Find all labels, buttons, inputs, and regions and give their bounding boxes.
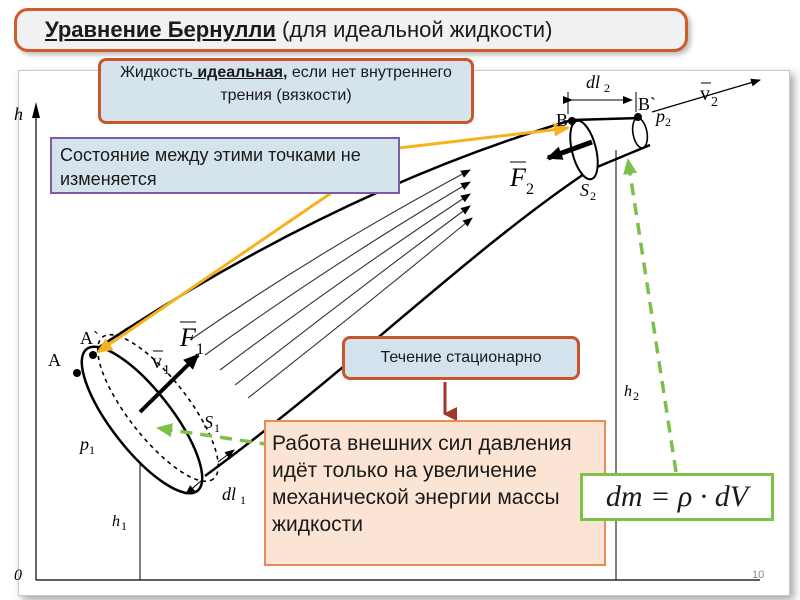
tube-lower-wall <box>204 168 591 478</box>
label-f2: F <box>509 163 527 192</box>
force-f2-arrow <box>546 139 593 161</box>
state-callout: Состояние между этими точками не изменяе… <box>50 137 400 194</box>
label-p2: p <box>654 106 665 126</box>
ideal-suffix: если нет внутреннего трения (вязкости) <box>220 64 452 104</box>
orange-arrow-to-a <box>96 174 357 354</box>
label-p2-sub: 2 <box>665 115 671 129</box>
label-h2: h <box>624 383 632 400</box>
section-s2-shifted <box>631 117 649 149</box>
label-v2-sub: 2 <box>711 95 718 110</box>
tube-bottom-right <box>589 143 651 172</box>
label-s1-sub: 1 <box>214 421 220 435</box>
title-sub: (для идеальной жидкости) <box>275 17 553 42</box>
label-v1-sub: 1 <box>163 363 170 378</box>
label-p1-sub: 1 <box>89 443 95 457</box>
mass-formula: dm = ρ · dV <box>580 473 774 521</box>
label-dl1-sub: 1 <box>240 493 246 507</box>
dl1-marker-a <box>185 479 203 495</box>
point-a <box>73 369 81 377</box>
tube-top-right <box>571 116 641 122</box>
label-h1-sub: 1 <box>121 519 127 533</box>
ideal-emph: идеальная, <box>192 64 288 81</box>
label-h: h <box>14 104 23 124</box>
velocity-v2-arrow <box>651 78 761 113</box>
streamlines <box>189 169 473 399</box>
label-h1: h <box>112 513 120 530</box>
title-main: Уравнение Бернулли <box>45 17 276 42</box>
label-dl2-sub: 2 <box>604 81 610 95</box>
section-s2 <box>569 119 599 181</box>
label-s2-sub: 2 <box>590 189 596 203</box>
label-p1: p <box>78 434 89 454</box>
section-s1 <box>80 345 204 495</box>
force-f1-arrow <box>138 353 200 414</box>
point-b <box>568 117 576 125</box>
title-bar: Уравнение Бернулли (для идеальной жидкос… <box>14 8 688 52</box>
label-v1: v <box>152 351 162 373</box>
label-zero: 0 <box>14 567 22 584</box>
label-s1: S <box>204 412 213 432</box>
label-f2-sub: 2 <box>526 181 534 198</box>
label-s2: S <box>580 180 589 200</box>
page-number: 10 <box>752 569 764 581</box>
label-b: B <box>556 110 568 130</box>
label-f1: F <box>179 323 197 352</box>
label-h2-sub: 2 <box>633 389 639 403</box>
h-axis-arrow <box>32 102 40 118</box>
green-arrow-to-s2 <box>623 158 678 473</box>
green-arrow-to-s1 <box>156 423 589 494</box>
point-a-prime <box>89 351 97 359</box>
label-a-prime: A` <box>80 328 99 348</box>
work-callout: Работа внешних сил давления идёт только … <box>264 420 606 566</box>
label-b-prime: B` <box>638 94 656 114</box>
ideal-prefix: Жидкость <box>120 64 193 81</box>
label-dl1: dl <box>222 484 236 504</box>
section-s1-shifted <box>96 333 220 483</box>
point-b-prime <box>634 113 642 121</box>
label-dl2: dl <box>586 72 600 92</box>
label-v2: v <box>700 83 710 105</box>
ideal-fluid-callout: Жидкость идеальная, если нет внутреннего… <box>98 58 474 124</box>
stationary-flow-callout: Течение стационарно <box>342 336 580 380</box>
label-a: A <box>48 350 61 370</box>
orange-arrow-to-b <box>381 122 570 152</box>
label-f1-sub: 1 <box>196 341 204 358</box>
dl1-marker-b <box>217 449 235 463</box>
